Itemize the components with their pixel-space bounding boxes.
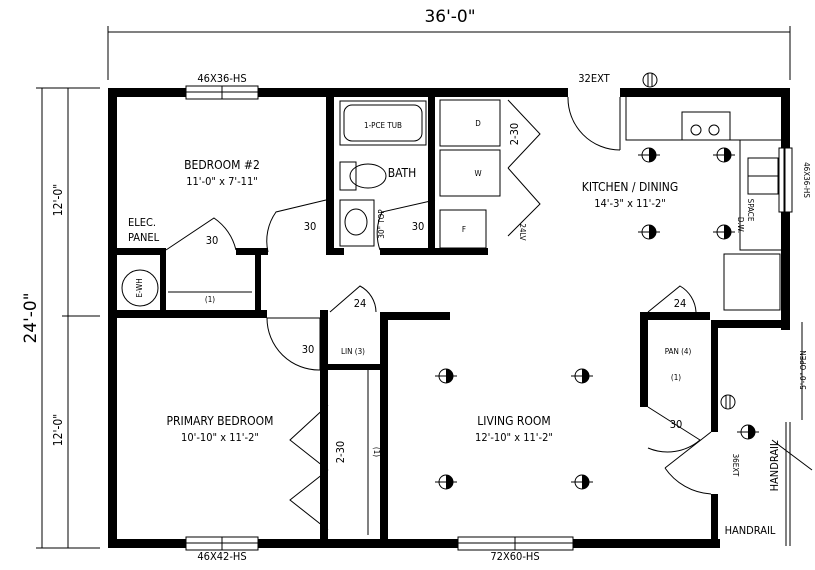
window-kitchen-label: 46X36-HS <box>802 162 811 198</box>
door-entry-top-label: 32EXT <box>578 72 610 85</box>
room-primary-name: PRIMARY BEDROOM <box>167 414 274 428</box>
shelf-label-a: (1) <box>205 295 215 304</box>
overall-depth-label: 24'-0" <box>21 292 41 343</box>
window-primary-label: 46X42-HS <box>197 550 246 563</box>
furnace-label: F <box>462 225 466 234</box>
water-heater-label: E-WH <box>135 278 144 297</box>
closet-bypass-doors <box>289 99 541 531</box>
shelf-label-c: (1) <box>372 447 381 457</box>
top-label: 30" TOP <box>377 209 386 239</box>
window-living-label: 72X60-HS <box>490 550 539 563</box>
fixtures <box>121 95 785 535</box>
pan-label: PAN (4) <box>665 347 692 356</box>
door-pantry-lower-label: 30 <box>670 418 683 431</box>
room-kitchen-size: 14'-3" x 11'-2" <box>594 197 666 210</box>
door-bed2-label: 30 <box>206 234 219 247</box>
window-bed2-label: 46X36-HS <box>197 72 246 85</box>
handrail-side-label: HANDRAIL <box>768 440 781 491</box>
closet-bypass-top-label: 2-30 <box>508 123 521 145</box>
room-living-size: 12'-10" x 11'-2" <box>475 431 553 444</box>
windows <box>185 85 793 551</box>
lin-label: LIN (3) <box>341 347 365 356</box>
interior-walls <box>117 97 710 540</box>
door-pan-label: 24 <box>674 297 687 310</box>
lower-depth-label: 12'-0" <box>51 414 65 446</box>
room-living-name: LIVING ROOM <box>477 414 550 428</box>
room-kitchen-name: KITCHEN / DINING <box>582 180 678 194</box>
washer-label: W <box>474 169 481 178</box>
room-bedroom2-size: 11'-0" x 7'-11" <box>186 175 258 188</box>
elec-panel-label-1: ELEC. <box>128 216 156 229</box>
room-bedroom2-name: BEDROOM #2 <box>184 158 260 172</box>
dw-space-label-2: SPACE <box>746 199 755 222</box>
handrail-lines <box>771 422 813 546</box>
door-bath-right-label: 30 <box>412 220 425 233</box>
dw-space-label-1: D.W. <box>736 217 745 233</box>
doors <box>165 86 720 495</box>
tub-label: 1-PCE TUB <box>364 121 402 130</box>
porch-open-label: 5'-0" OPEN <box>799 350 808 389</box>
door-entry-right-label: 36EXT <box>731 454 740 477</box>
shelf-label-b: (1) <box>671 373 681 382</box>
room-primary-size: 10'-10" x 11'-2" <box>181 431 259 444</box>
door-lin-label: 24 <box>354 297 367 310</box>
overall-width-label: 36'-0" <box>424 7 475 27</box>
ceiling-light-icons <box>435 72 759 490</box>
elec-panel-label-2: PANEL <box>128 231 160 244</box>
door-hall-closet-label: 30 <box>302 343 315 356</box>
dimension-lines <box>36 26 803 549</box>
closet-bypass-primary-label: 2-30 <box>334 441 347 463</box>
outlet-24lv-label: 24LV <box>518 223 527 240</box>
door-bath-left-label: 30 <box>304 220 317 233</box>
upper-depth-label: 12'-0" <box>51 184 65 216</box>
handrail-bottom-label: HANDRAIL <box>725 524 776 537</box>
dryer-label: D <box>475 119 481 128</box>
room-bath-name: BATH <box>388 166 417 180</box>
